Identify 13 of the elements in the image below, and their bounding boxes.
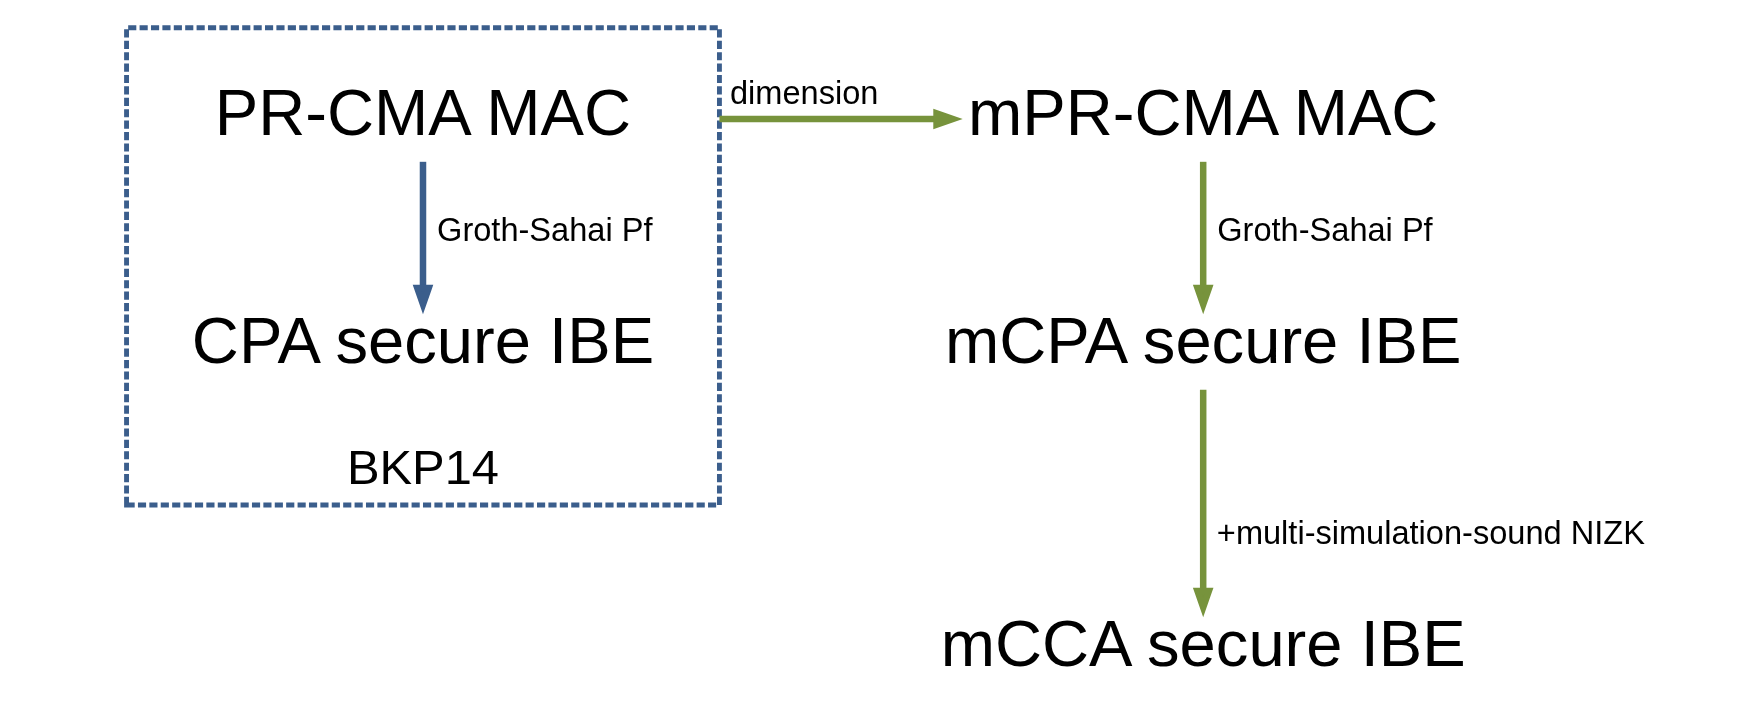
edge-label: Groth-Sahai Pf [436,212,652,249]
node-text: CPA secure IBE [191,304,654,378]
arrow [1192,161,1213,315]
node-text: mPR-CMA MAC [967,76,1438,150]
node-text: mCPA secure IBE [944,304,1461,378]
arrow [1192,389,1213,618]
arrow [412,161,433,315]
node-text: mCCA secure IBE [940,607,1466,681]
edge-label: dimension [729,75,878,112]
edge-label: Groth-Sahai Pf [1216,212,1433,249]
arrow [718,108,963,130]
node-text: PR-CMA MAC [214,76,631,150]
edge-label: +multi-simulation-sound NIZK [1216,515,1645,552]
